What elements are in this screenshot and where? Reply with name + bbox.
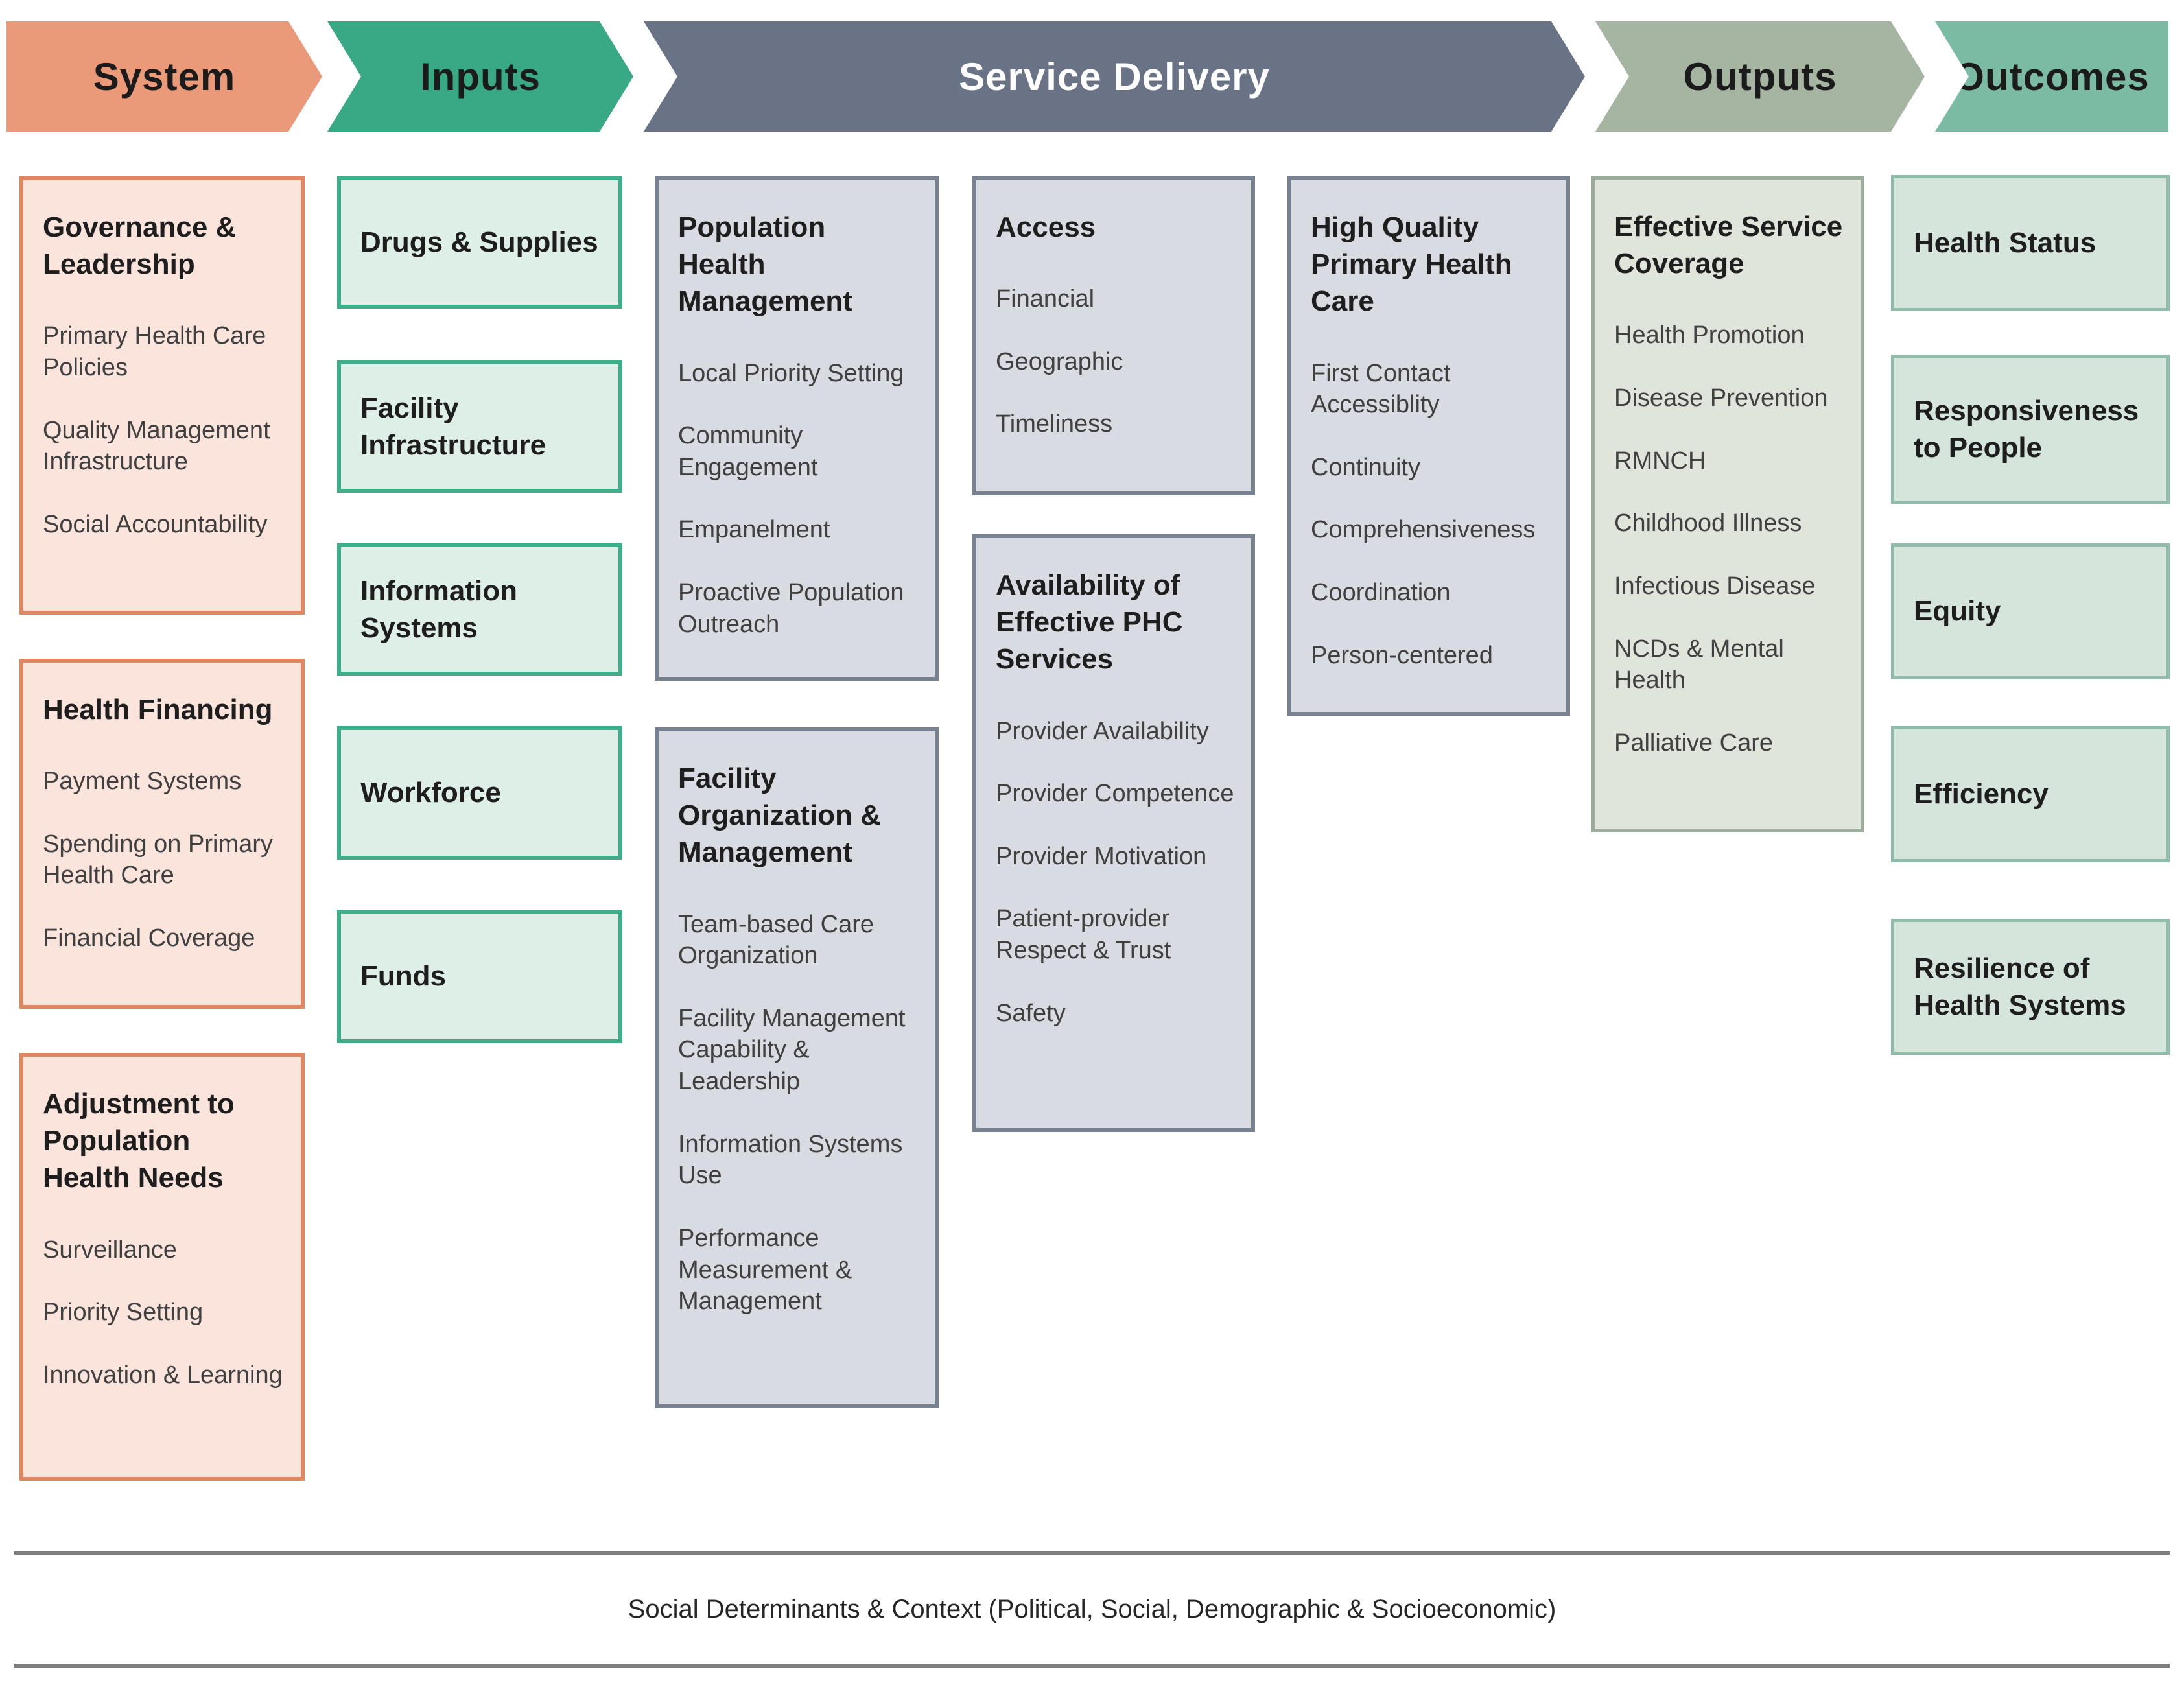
box-item: Social Accountability	[43, 510, 268, 538]
box-item: Proactive Population Outreach	[678, 579, 904, 638]
box-availability-effective-phc-services: Availability of Effective PHC Services P…	[972, 534, 1255, 1132]
box-item: Spending on Primary Health Care	[43, 830, 273, 890]
box-item: Safety	[996, 999, 1066, 1027]
box-title: Effective Service Coverage	[1614, 211, 1843, 280]
box-item: Health Promotion	[1614, 322, 1805, 349]
box-item: Coordination	[1311, 579, 1451, 607]
box-title: Drugs & Supplies	[360, 226, 598, 259]
stage-arrow-outputs: Outputs	[1595, 21, 1925, 132]
stage-label-outcomes: Outcomes	[1954, 54, 2150, 99]
box-item: Geographic	[996, 348, 1123, 375]
box-item: Community Engagement	[678, 422, 818, 481]
box-population-health-management: Population Health Management Local Prior…	[655, 176, 939, 681]
box-item: Patient-provider Respect & Trust	[996, 905, 1171, 965]
box-equity: Equity	[1891, 543, 2170, 679]
box-item: Facility Management Capability & Leaders…	[678, 1004, 906, 1096]
box-facility-organization-management: Facility Organization & Management Team-…	[655, 727, 939, 1408]
box-resilience-health-systems: Resilience of Health Systems	[1891, 919, 2170, 1055]
stage-label-outputs: Outputs	[1683, 54, 1837, 99]
box-efficiency: Efficiency	[1891, 726, 2170, 862]
box-drugs-supplies: Drugs & Supplies	[337, 176, 622, 309]
divider-line-top	[14, 1551, 2170, 1555]
box-title: Efficiency	[1914, 778, 2049, 810]
box-health-financing: Health Financing Payment Systems Spendin…	[19, 659, 305, 1009]
box-item: Information Systems Use	[678, 1130, 903, 1190]
box-responsiveness-to-people: Responsiveness to People	[1891, 355, 2170, 504]
stage-arrow-inputs: Inputs	[327, 21, 633, 132]
box-title: High Quality Primary Health Care	[1311, 211, 1512, 318]
box-item: Primary Health Care Policies	[43, 322, 266, 381]
box-title: Access	[996, 211, 1096, 243]
box-workforce: Workforce	[337, 726, 622, 860]
box-item: NCDs & Mental Health	[1614, 635, 1784, 694]
box-funds: Funds	[337, 910, 622, 1043]
stage-arrow-service-delivery: Service Delivery	[644, 21, 1585, 132]
box-item: Provider Availability	[996, 717, 1209, 745]
box-title: Adjustment to Population Health Needs	[43, 1088, 235, 1194]
box-item: Palliative Care	[1614, 729, 1773, 757]
box-item: Childhood Illness	[1614, 510, 1802, 537]
box-item: Person-centered	[1311, 641, 1493, 669]
box-title: Facility Infrastructure	[360, 392, 546, 461]
box-high-quality-primary-health-care: High Quality Primary Health Care First C…	[1287, 176, 1570, 716]
box-access: Access Financial Geographic Timeliness	[972, 176, 1255, 495]
divider-line-bottom	[14, 1664, 2170, 1668]
box-governance-leadership: Governance & Leadership Primary Health C…	[19, 176, 305, 615]
box-title: Facility Organization & Management	[678, 762, 881, 869]
stage-arrow-outcomes: Outcomes	[1935, 21, 2168, 132]
box-item: Priority Setting	[43, 1299, 204, 1327]
box-adjustment-population-health-needs: Adjustment to Population Health Needs Su…	[19, 1053, 305, 1481]
box-title: Availability of Effective PHC Services	[996, 569, 1183, 676]
box-item: Payment Systems	[43, 768, 242, 796]
box-title: Resilience of Health Systems	[1914, 952, 2126, 1021]
box-title: Equity	[1914, 595, 2001, 628]
box-title: Population Health Management	[678, 211, 852, 318]
box-item: Quality Management Infrastructure	[43, 416, 270, 476]
box-item: Disease Prevention	[1614, 384, 1828, 412]
box-item: Timeliness	[996, 410, 1113, 438]
box-item: Comprehensiveness	[1311, 516, 1536, 544]
box-title: Responsiveness to People	[1914, 394, 2139, 464]
social-determinants-caption: Social Determinants & Context (Political…	[628, 1594, 1556, 1623]
box-item: Innovation & Learning	[43, 1361, 283, 1389]
box-facility-infrastructure: Facility Infrastructure	[337, 360, 622, 493]
box-item: RMNCH	[1614, 447, 1706, 475]
box-item: Continuity	[1311, 453, 1420, 481]
box-title: Funds	[360, 960, 446, 993]
box-item: Local Priority Setting	[678, 359, 904, 387]
box-item: Empanelment	[678, 516, 830, 544]
box-title: Workforce	[360, 777, 501, 809]
box-item: Surveillance	[43, 1236, 177, 1264]
stage-arrow-system: System	[6, 21, 322, 132]
box-item: Provider Motivation	[996, 842, 1207, 870]
stage-label-inputs: Inputs	[420, 54, 541, 99]
box-item: Performance Measurement & Management	[678, 1224, 852, 1315]
box-item: First Contact Accessiblity	[1311, 359, 1451, 419]
box-item: Team-based Care Organization	[678, 910, 875, 970]
box-title: Governance & Leadership	[43, 211, 237, 281]
box-item: Financial	[996, 285, 1095, 313]
box-item: Provider Competence	[996, 780, 1234, 808]
box-item: Financial Coverage	[43, 925, 255, 952]
box-effective-service-coverage: Effective Service Coverage Health Promot…	[1591, 176, 1864, 832]
box-title: Health Financing	[43, 694, 273, 725]
box-information-systems: Information Systems	[337, 543, 622, 676]
stage-label-service-delivery: Service Delivery	[959, 54, 1270, 99]
box-health-status: Health Status	[1891, 175, 2170, 311]
box-title: Health Status	[1914, 227, 2096, 259]
stage-label-system: System	[93, 54, 236, 99]
box-item: Infectious Disease	[1614, 572, 1816, 600]
box-title: Information Systems	[360, 574, 517, 644]
